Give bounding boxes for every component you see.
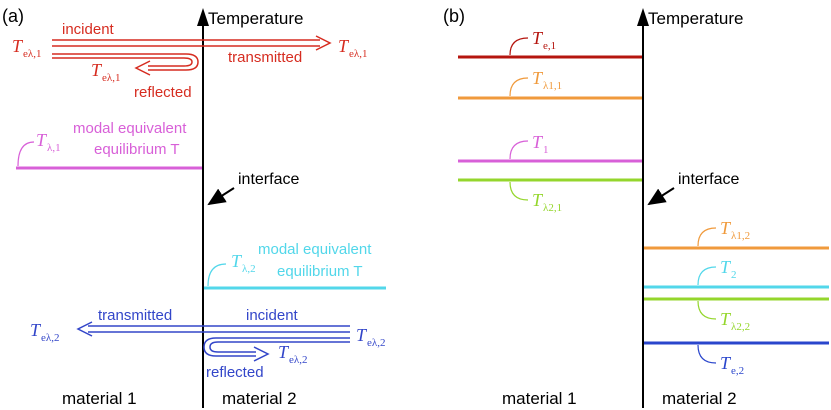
level-te1: T e,1 (458, 28, 642, 59)
level-te1-subscript: e,1 (543, 40, 556, 52)
panel-b-label: (b) (443, 6, 465, 26)
level-tlambda1-1-callout (509, 77, 529, 97)
panel-a-interface-arrow (207, 187, 235, 206)
transmitted-arrow-top-head (315, 35, 332, 51)
t-modal2-symbol: T (231, 251, 243, 271)
reflected-label-bottom: reflected (206, 364, 264, 381)
panel-b-interface-label: interface (678, 171, 739, 188)
panel-b: (b) Temperature T e,1 T λ1,1 T 1 (443, 6, 829, 408)
level-tlambda2-1: T λ2,1 (458, 178, 642, 214)
level-t2: T 2 (644, 257, 829, 289)
level-tlambda1-2: T λ1,2 (644, 218, 829, 250)
panel-b-left-levels: T e,1 T λ1,1 T 1 T λ2,1 (458, 28, 642, 214)
level-tlambda2-1-callout (509, 181, 529, 201)
t-transmitted-bottom-symbol: T (30, 320, 42, 340)
t-reflected-bottom-subscript: eλ,2 (289, 354, 307, 366)
level-tlambda2-1-subscript: λ2,1 (543, 202, 562, 214)
level-tlambda1-1-subscript: λ1,1 (543, 80, 562, 92)
panel-a-modal1-group: T λ,1 modal equivalent equilibrium T (16, 120, 202, 170)
level-t2-subscript: 2 (731, 269, 737, 281)
level-te1-callout (509, 37, 529, 56)
level-te2: T e,2 (644, 341, 829, 377)
modal2-text-line1: modal equivalent (258, 241, 372, 258)
t-incident-top-subscript: eλ,1 (23, 48, 41, 60)
panel-a-label: (a) (2, 6, 24, 26)
incident-label-bottom: incident (246, 307, 299, 324)
level-tlambda2-2-callout (697, 300, 717, 320)
panel-b-material-2-label: material 2 (662, 389, 737, 408)
t-incident-bottom-subscript: eλ,2 (367, 337, 385, 349)
level-t1: T 1 (458, 132, 642, 163)
t-reflected-bottom-symbol: T (278, 342, 290, 362)
reflected-label-top: reflected (134, 84, 192, 101)
reflected-arrow-bottom-outer (203, 337, 350, 357)
panel-b-material-1-label: material 1 (502, 389, 577, 408)
reflected-arrow-top-outer (52, 53, 199, 71)
level-tlambda2-1-symbol: T (532, 190, 544, 210)
reflected-arrow-top-head (134, 60, 151, 76)
panel-a-material-2-label: material 2 (222, 389, 297, 408)
level-tlambda2-2: T λ2,2 (644, 297, 829, 333)
t-incident-bottom-symbol: T (356, 325, 368, 345)
t-modal1-symbol: T (36, 130, 48, 150)
t-modal1-subscript: λ,1 (47, 142, 61, 154)
t-reflected-top-symbol: T (91, 60, 103, 80)
transmitted-label-top: transmitted (228, 49, 302, 66)
level-tlambda1-1-symbol: T (532, 68, 544, 88)
t-modal2-subscript: λ,2 (242, 263, 256, 275)
panel-b-right-levels: T λ1,2 T 2 T λ2,2 T e,2 (644, 218, 829, 377)
modal2-text-line2: equilibrium T (277, 263, 363, 280)
level-tlambda2-2-subscript: λ2,2 (731, 321, 750, 333)
t-reflected-top-subscript: eλ,1 (102, 72, 120, 84)
reflected-arrow-top-inner (52, 57, 193, 67)
level-t1-callout (509, 140, 529, 160)
incident-label-top: incident (62, 21, 115, 38)
t-transmitted-top-symbol: T (338, 36, 350, 56)
panel-a: (a) Temperature incident T eλ,1 transmit… (2, 6, 386, 408)
level-te2-symbol: T (720, 353, 732, 373)
level-t1-symbol: T (532, 132, 544, 152)
level-te2-subscript: e,2 (731, 365, 744, 377)
modal1-text-line2: equilibrium T (94, 141, 180, 158)
t-transmitted-top-subscript: eλ,1 (349, 48, 367, 60)
modal2-callout-curve (207, 263, 227, 287)
panel-a-material-1-label: material 1 (62, 389, 137, 408)
panel-b-axis-title: Temperature (648, 9, 743, 28)
level-t2-symbol: T (720, 257, 732, 277)
level-tlambda1-2-callout (697, 227, 717, 247)
panel-a-axis-title: Temperature (208, 9, 303, 28)
t-transmitted-bottom-subscript: eλ,2 (41, 332, 59, 344)
level-tlambda1-1: T λ1,1 (458, 68, 642, 100)
panel-a-modal2-group: T λ,2 modal equivalent equilibrium T (204, 241, 386, 290)
panel-b-interface-arrow (647, 187, 675, 206)
panel-a-bottom-blue-group: transmitted incident T eλ,2 T eλ,2 T eλ,… (30, 307, 385, 381)
level-tlambda1-2-symbol: T (720, 218, 732, 238)
panel-a-axis-arrowhead (197, 8, 209, 26)
level-tlambda1-2-subscript: λ1,2 (731, 230, 750, 242)
level-t2-callout (697, 266, 717, 286)
reflected-arrow-bottom-inner (209, 341, 350, 353)
panel-a-top-red-group: incident T eλ,1 transmitted T eλ,1 T eλ,… (12, 21, 367, 101)
panel-a-interface-label: interface (238, 171, 299, 188)
t-incident-top-symbol: T (12, 36, 24, 56)
modal1-text-line1: modal equivalent (73, 120, 187, 137)
reflected-arrow-bottom-head (253, 346, 270, 362)
panel-b-axis-arrowhead (637, 8, 649, 26)
transmitted-label-bottom: transmitted (98, 307, 172, 324)
level-te2-callout (697, 344, 717, 364)
level-t1-subscript: 1 (543, 144, 549, 156)
level-te1-symbol: T (532, 28, 544, 48)
modal1-callout-curve (17, 141, 35, 167)
level-tlambda2-2-symbol: T (720, 309, 732, 329)
transmitted-arrow-bottom-head (76, 321, 93, 337)
